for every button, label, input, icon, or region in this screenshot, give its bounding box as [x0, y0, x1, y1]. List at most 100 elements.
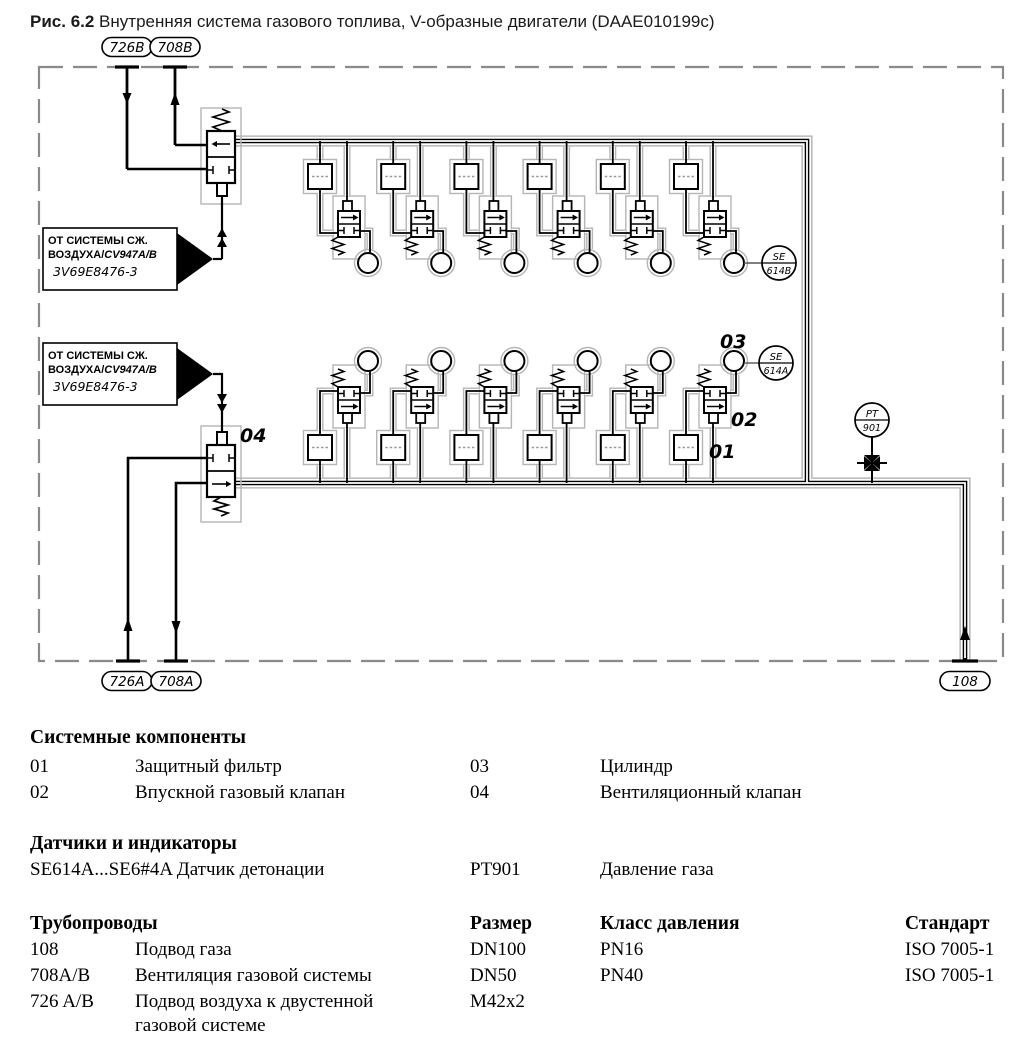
- sensor-code: PT901: [470, 859, 521, 880]
- air-box-line2-bold: ВОЗДУХА/: [48, 249, 104, 261]
- component-name: Защитный фильтр: [135, 756, 282, 777]
- cylinder-unit-bottom: [377, 348, 455, 484]
- pipe-code: 708A/B: [30, 965, 91, 986]
- legend-row: 108 Подвод газа DN100 PN16 ISO 7005-1: [0, 939, 1030, 965]
- air-box-line1: ОТ СИСТЕМЫ СЖ.: [48, 350, 148, 362]
- cylinder-units: [304, 141, 748, 483]
- legend-row: 708A/B Вентиляция газовой системы DN50 P…: [0, 965, 1030, 991]
- air-box-line2-bold: ВОЗДУХА/: [48, 364, 104, 376]
- column-header-standard: Стандарт: [905, 913, 990, 934]
- line-tag-726A: 726A: [101, 670, 153, 692]
- pipe-class: PN40: [600, 965, 644, 986]
- callout-filter: 01: [709, 441, 735, 463]
- pipe-standard: ISO 7005-1: [905, 965, 995, 986]
- flow-arrow-icon: [177, 233, 213, 285]
- line-tag-label: 108: [952, 674, 978, 690]
- cylinder-unit-top: [377, 141, 455, 277]
- top-boundary-pipes: [115, 65, 187, 169]
- top-vent-valve: [127, 107, 242, 259]
- knock-sensor-tag-top: SE 614B: [744, 245, 797, 281]
- cylinder-unit-bottom: [523, 348, 601, 484]
- gas-header-pipes: [235, 135, 971, 661]
- pipe-name: Подвод газа: [135, 939, 232, 960]
- component-code: 04: [470, 782, 489, 803]
- cylinder-unit-top: [450, 141, 528, 277]
- callout-vent-valve: 04: [240, 425, 266, 447]
- line-tag-726B: 726B: [101, 36, 153, 58]
- line-tag-708A: 708A: [150, 670, 202, 692]
- root-valve-icon: [857, 455, 887, 471]
- pipe-code: 108: [30, 939, 59, 960]
- line-tag-label: 726A: [109, 674, 144, 690]
- sensor-letters: SE: [770, 352, 783, 363]
- gas-system-diagram: ОТ СИСТЕМЫ СЖ. ВОЗДУХА/CV947A/B 3V69E847…: [37, 36, 1005, 692]
- callout-gas-valve: 02: [731, 409, 757, 431]
- air-source-box-bottom: ОТ СИСТЕМЫ СЖ. ВОЗДУХА/CV947A/B 3V69E847…: [42, 342, 213, 406]
- pipe-size: DN50: [470, 965, 517, 986]
- cylinder-unit-top: [304, 141, 382, 277]
- line-tag-108: 108: [939, 670, 991, 692]
- column-header-class: Класс давления: [600, 913, 740, 934]
- pipe-name-wrap: газовой системе: [135, 1015, 266, 1036]
- bottom-boundary-pipes: [116, 618, 978, 663]
- component-code: 01: [30, 756, 49, 777]
- legend-row: SE614A...SE6#4A Датчик детонации PT901 Д…: [0, 859, 1030, 885]
- component-code: 03: [470, 756, 489, 777]
- sensor-entry: SE614A...SE6#4A Датчик детонации: [30, 859, 325, 880]
- component-name: Впускной газовый клапан: [135, 782, 346, 803]
- knock-sensor-tag-bottom: SE 614A: [744, 345, 794, 381]
- figure-title: Рис. 6.2 Внутренняя система газового топ…: [30, 12, 715, 32]
- sensor-name: Давление газа: [600, 859, 714, 880]
- pipe-name: Вентиляция газовой системы: [135, 965, 372, 986]
- cylinder-unit-bottom: [304, 348, 382, 484]
- svg-text:ВОЗДУХА/CV947A/B: ВОЗДУХА/CV947A/B: [48, 364, 157, 376]
- line-tag-708B: 708B: [149, 36, 201, 58]
- legend-section-pipes: Трубопроводы Размер Класс давления Станд…: [0, 913, 1030, 939]
- air-source-box-top: ОТ СИСТЕМЫ СЖ. ВОЗДУХА/CV947A/B 3V69E847…: [42, 227, 222, 291]
- legend-row: 02 Впускной газовый клапан 04 Вентиляцио…: [0, 782, 1030, 808]
- cylinder-unit-top: [523, 141, 601, 277]
- cylinder-unit-bottom: [450, 348, 528, 484]
- legend-heading: Датчики и индикаторы: [30, 833, 237, 854]
- cylinder-unit-bottom: [596, 348, 674, 484]
- sensor-number: 614A: [764, 366, 789, 377]
- sensor-number: 614B: [767, 266, 792, 277]
- column-header-size: Размер: [470, 913, 533, 934]
- cylinder-unit-top: [670, 141, 748, 277]
- legend-heading: Системные компоненты: [30, 727, 247, 748]
- svg-text:ВОЗДУХА/CV947A/B: ВОЗДУХА/CV947A/B: [48, 249, 157, 261]
- pipe-class: PN16: [600, 939, 644, 960]
- line-tag-label: 708B: [157, 40, 192, 56]
- pipe-code: 726 A/B: [30, 991, 94, 1012]
- legend-section-components: Системные компоненты: [0, 727, 1030, 753]
- air-box-line2-italic: CV947A/B: [104, 249, 157, 261]
- component-name: Вентиляционный клапан: [600, 782, 802, 803]
- pipe-size: M42x2: [470, 991, 525, 1012]
- line-tag-label: 726B: [109, 40, 144, 56]
- air-box-line1: ОТ СИСТЕМЫ СЖ.: [48, 235, 148, 247]
- air-box-line2-italic: CV947A/B: [104, 364, 157, 376]
- flow-arrow-icon: [177, 348, 213, 400]
- component-name: Цилиндр: [600, 756, 673, 777]
- line-tag-label: 708A: [158, 674, 193, 690]
- gas-pressure-transmitter: PT 901: [854, 402, 890, 483]
- engine-boundary-border: [37, 65, 1005, 663]
- transmitter-number: 901: [863, 423, 881, 434]
- pipe-name: Подвод воздуха к двустенной: [135, 991, 374, 1012]
- figure-caption: Внутренняя система газового топлива, V-о…: [94, 12, 715, 31]
- air-box-line3: 3V69E8476-3: [53, 379, 138, 394]
- legend-row: 726 A/B Подвод воздуха к двустенной M42x…: [0, 991, 1030, 1017]
- callout-cylinder: 03: [720, 331, 746, 353]
- component-code: 02: [30, 782, 49, 803]
- pipe-size: DN100: [470, 939, 526, 960]
- pipe-standard: ISO 7005-1: [905, 939, 995, 960]
- legend-section-sensors: Датчики и индикаторы: [0, 833, 1030, 859]
- cylinder-unit-top: [596, 141, 674, 277]
- bottom-vent-valve: [126, 372, 242, 661]
- transmitter-letters: PT: [866, 409, 879, 420]
- air-box-line3: 3V69E8476-3: [53, 264, 138, 279]
- figure-number: Рис. 6.2: [30, 12, 95, 31]
- legend-row: газовой системе: [0, 1015, 1030, 1041]
- legend-heading: Трубопроводы: [30, 913, 158, 934]
